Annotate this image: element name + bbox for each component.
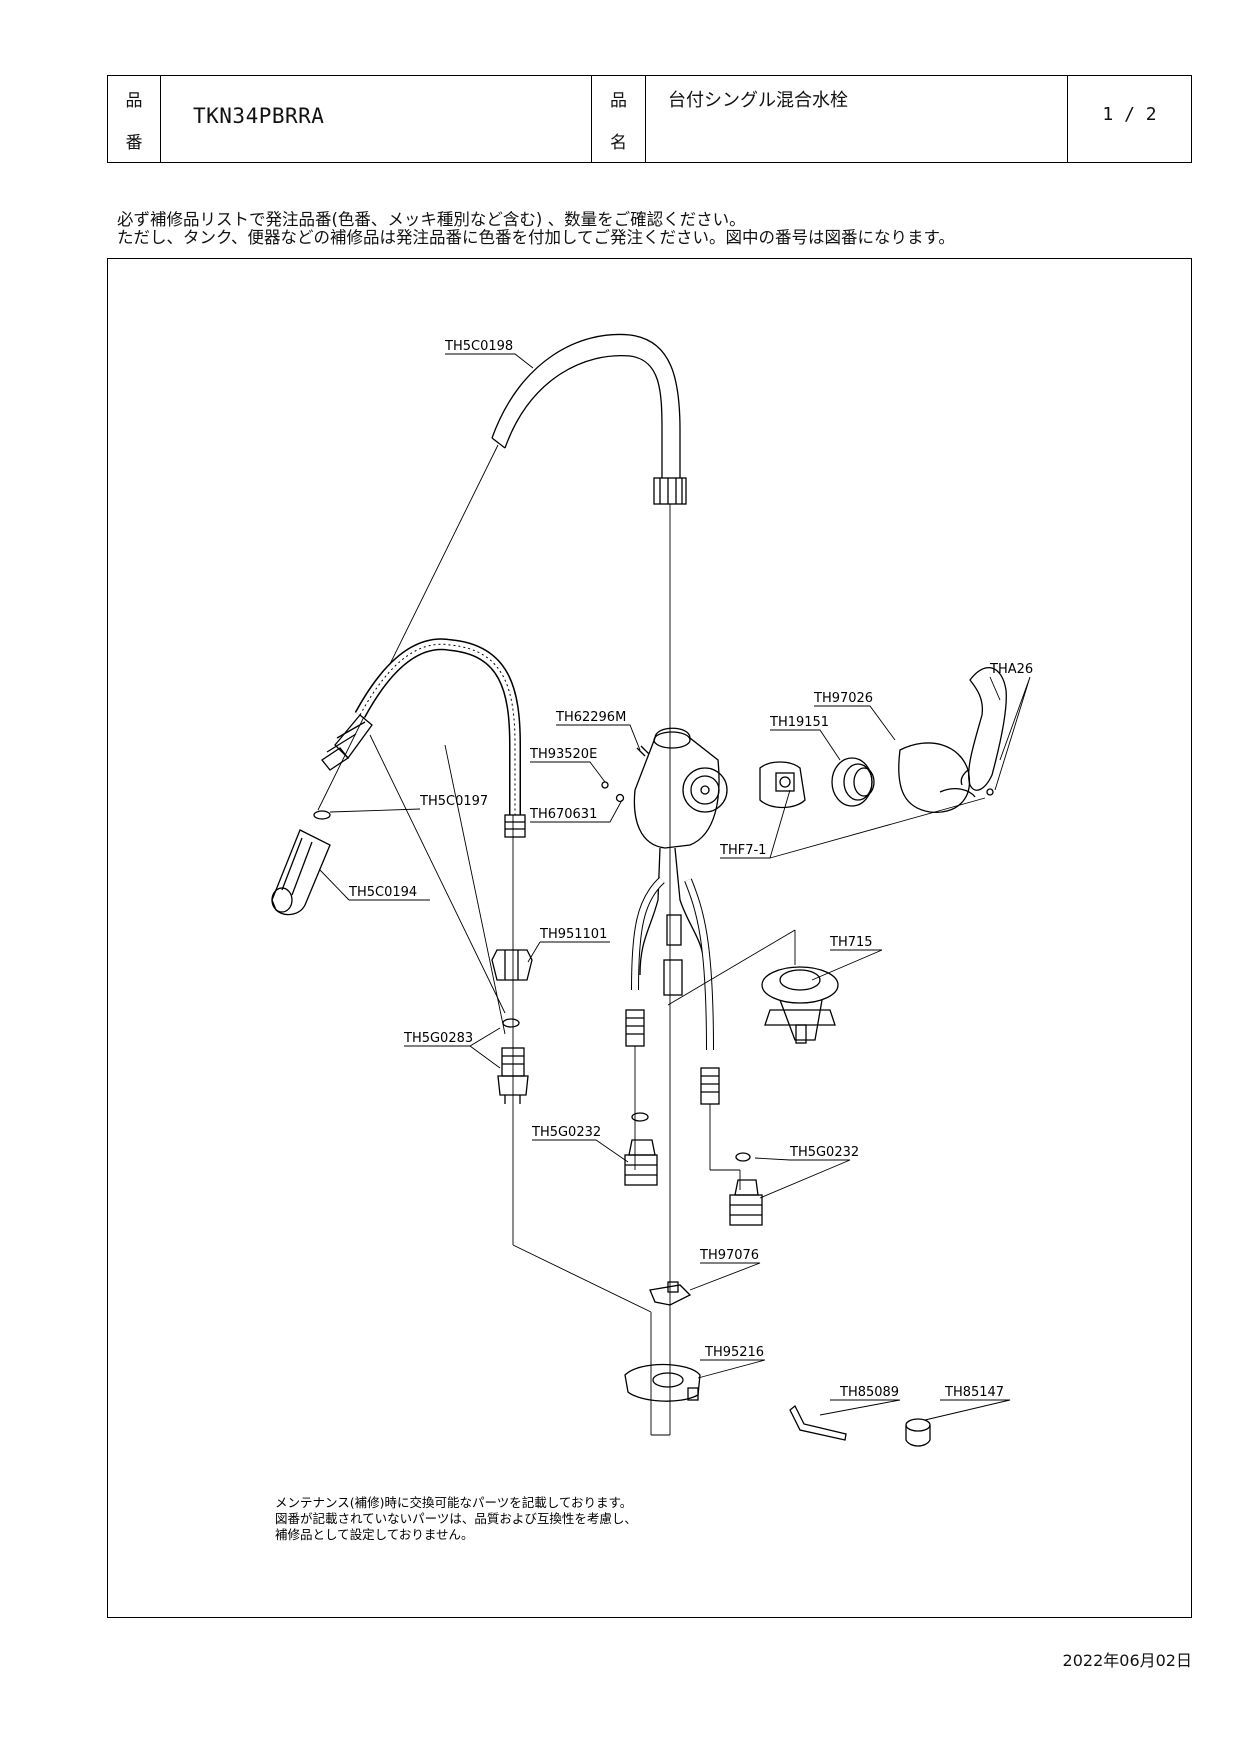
instruction-line-1: 必ず補修品リストで発注品番(色番、メッキ種別など含む) 、数量をご確認ください。 (117, 210, 746, 229)
washer-right (735, 1152, 751, 1162)
product-name-label-top: 品 (610, 91, 627, 111)
part-no-cell: TKN34PBRRA (161, 76, 592, 162)
screw-part (636, 745, 650, 757)
page-number: 1 / 2 (1102, 104, 1157, 125)
ring-nut-part (831, 757, 875, 807)
label-TH62296M: TH62296M (555, 710, 626, 725)
screw-small-part (615, 793, 625, 803)
label-TH19151: TH19151 (769, 715, 829, 730)
product-name-label-cell: 品 名 (592, 76, 646, 162)
label-TH97076: TH97076 (699, 1248, 759, 1263)
mounting-assembly-part (761, 966, 839, 1044)
product-name: 台付シングル混合水栓 (668, 90, 848, 111)
set-screw-part (905, 1418, 931, 1447)
part-no-label-bottom: 番 (125, 133, 143, 153)
adapter-left-part (624, 1139, 658, 1186)
supply-tubes (625, 877, 720, 1105)
part-no-label-cell: 品 番 (108, 76, 161, 162)
part-no-label-top: 品 (125, 91, 143, 111)
instruction-line-2: ただし、タンク、便器などの補修品は発注品番に色番を付加してご発注ください。図中の… (117, 228, 955, 247)
product-name-cell: 台付シングル混合水栓 (646, 76, 1068, 162)
adapter-right-part (729, 1179, 763, 1226)
product-name-label-bottom: 名 (610, 133, 627, 153)
label-TH93520E: TH93520E (529, 747, 597, 762)
clip-ring (313, 810, 331, 820)
cap-part (898, 742, 976, 813)
label-TH85147: TH85147 (944, 1385, 1004, 1400)
part-labels: TH5C0198 THA26 TH97026 TH62296M TH19151 … (348, 339, 1033, 1400)
hose-part (321, 638, 526, 838)
hex-key-part (789, 1404, 847, 1441)
label-THA26: THA26 (989, 662, 1033, 677)
maintenance-note-line-2: 図番が記載されていないパーツは、品質および互換性を考慮し、 (275, 1511, 637, 1526)
pin-part (601, 781, 609, 789)
label-TH5C0197: TH5C0197 (419, 794, 488, 809)
label-TH95216: TH95216 (704, 1345, 764, 1360)
drawing-frame (107, 258, 1192, 1618)
nut-part (491, 949, 533, 981)
label-TH85089: TH85089 (839, 1385, 899, 1400)
lever-handle-part (960, 667, 1007, 796)
issue-date: 2022年06月02日 (1062, 1651, 1192, 1670)
spout-part (491, 333, 687, 505)
maintenance-note-line-1: メンテナンス(補修)時に交換可能なパーツを記載しております。 (275, 1495, 632, 1510)
label-TH951101: TH951101 (539, 927, 607, 942)
label-TH5C0198: TH5C0198 (444, 339, 513, 354)
cartridge-part (759, 761, 806, 809)
label-TH5G0232-left: TH5G0232 (531, 1125, 601, 1140)
faucet-body-part (633, 727, 728, 976)
label-TH97026: TH97026 (813, 691, 873, 706)
label-TH715: TH715 (829, 935, 873, 950)
part-number: TKN34PBRRA (193, 104, 325, 128)
label-TH670631: TH670631 (529, 807, 597, 822)
washer-left (631, 1112, 649, 1122)
label-TH5C0194: TH5C0194 (348, 885, 417, 900)
o-ring (502, 1018, 520, 1028)
label-THF7-1: THF7-1 (719, 843, 766, 858)
maintenance-note-line-3: 補修品として設定しておりません。 (275, 1527, 474, 1542)
spray-head-part (271, 829, 331, 916)
page-cell: 1 / 2 (1068, 76, 1191, 162)
label-TH5G0283: TH5G0283 (403, 1031, 473, 1046)
maintenance-note: メンテナンス(補修)時に交換可能なパーツを記載しております。 図番が記載されてい… (275, 1495, 637, 1542)
bracket-part (624, 1363, 701, 1402)
clip-part (649, 1281, 692, 1306)
quick-fitting-part (497, 1047, 529, 1104)
label-TH5G0232-right: TH5G0232 (789, 1145, 859, 1160)
title-block: 品 番 TKN34PBRRA 品 名 台付シングル混合水栓 1 / 2 (107, 75, 1192, 163)
